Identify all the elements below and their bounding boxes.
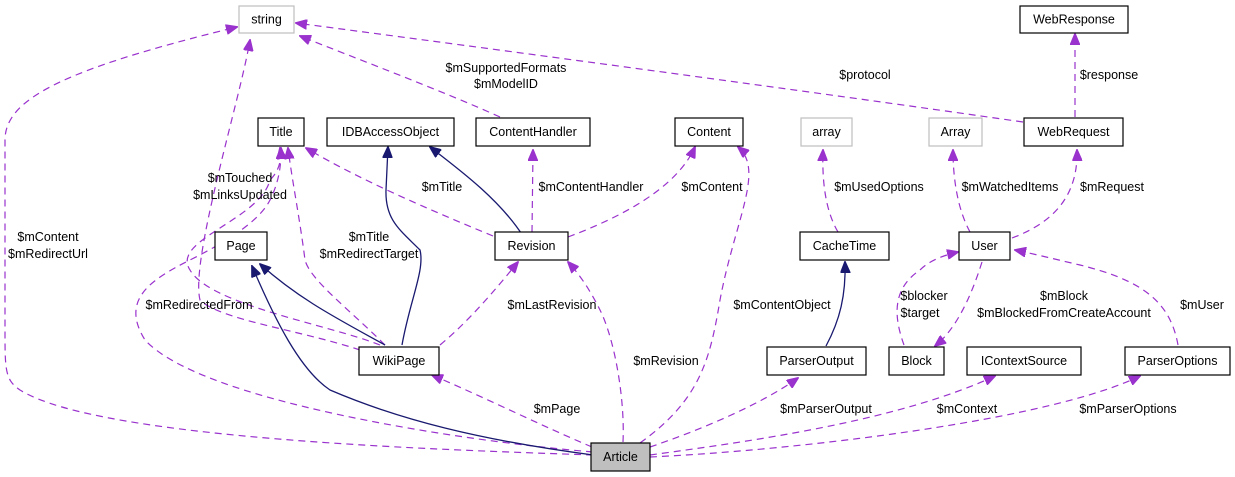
node-idbaccessobject-label: IDBAccessObject: [342, 125, 440, 139]
label-request: $mRequest: [1080, 180, 1144, 194]
label-mrevision: $mRevision: [633, 354, 698, 368]
label-supported-formats: $mSupportedFormats: [446, 61, 567, 75]
node-string-label: string: [251, 13, 282, 27]
node-array-lower[interactable]: array: [800, 117, 853, 147]
edge-article-parseroutput: [649, 378, 798, 448]
node-parseroutput[interactable]: ParserOutput: [766, 346, 867, 376]
node-wikipage[interactable]: WikiPage: [358, 346, 440, 376]
node-revision[interactable]: Revision: [494, 231, 569, 261]
label-response: $response: [1080, 68, 1138, 82]
node-revision-label: Revision: [508, 239, 556, 253]
label-blocked-from-create-account: $mBlockedFromCreateAccount: [977, 306, 1151, 320]
label-parser-options: $mParserOptions: [1079, 402, 1176, 416]
label-redirect-target: $mRedirectTarget: [320, 247, 419, 261]
node-webresponse[interactable]: WebResponse: [1019, 5, 1129, 34]
node-block-label: Block: [901, 354, 932, 368]
label-mblock: $mBlock: [1040, 289, 1089, 303]
edge-article-title: [135, 148, 594, 453]
node-array-lower-label: array: [812, 125, 841, 139]
edge-revision-contenthandler: [532, 150, 533, 233]
label-mcontent-revision: $mContent: [681, 180, 743, 194]
node-contenthandler[interactable]: ContentHandler: [475, 117, 591, 147]
edge-wikipage-idbaccessobject: [386, 147, 422, 346]
label-watched-items: $mWatchedItems: [962, 180, 1059, 194]
node-block[interactable]: Block: [888, 346, 945, 376]
label-touched: $mTouched: [208, 171, 273, 185]
edge-wikipage-page: [260, 264, 386, 346]
label-content-handler: $mContentHandler: [539, 180, 644, 194]
edge-revision-idbaccessobject: [430, 147, 524, 237]
node-parseroptions[interactable]: ParserOptions: [1124, 346, 1231, 376]
node-wikipage-label: WikiPage: [373, 354, 426, 368]
label-mpage: $mPage: [534, 402, 581, 416]
node-webresponse-label: WebResponse: [1033, 13, 1115, 27]
edge-wikipage-revision: [439, 262, 518, 346]
node-article[interactable]: Article: [590, 442, 651, 472]
label-target: $target: [901, 306, 940, 320]
edge-user-array: [953, 150, 971, 233]
node-cachetime[interactable]: CacheTime: [799, 231, 890, 261]
node-page[interactable]: Page: [214, 231, 268, 261]
label-redirect-url: $mRedirectUrl: [8, 247, 88, 261]
label-used-options: $mUsedOptions: [834, 180, 924, 194]
node-user[interactable]: User: [958, 231, 1011, 261]
node-article-label: Article: [603, 450, 638, 464]
label-context: $mContext: [937, 402, 998, 416]
node-string[interactable]: string: [238, 5, 295, 34]
edge-labels: $mSupportedFormats $mModelID $protocol $…: [8, 61, 1224, 416]
node-user-label: User: [971, 239, 997, 253]
node-parseroutput-label: ParserOutput: [779, 354, 854, 368]
edge-wikipage-string: [198, 40, 361, 351]
label-mtitle-wikipage: $mTitle: [349, 230, 390, 244]
label-protocol: $protocol: [839, 68, 890, 82]
node-webrequest-label: WebRequest: [1037, 125, 1110, 139]
edge-user-webrequest: [1011, 150, 1077, 239]
edge-article-parseroptions: [649, 376, 1140, 458]
edge-wikipage-title-touched: [186, 148, 381, 346]
node-page-label: Page: [226, 239, 255, 253]
edge-parseroptions-user: [1015, 250, 1179, 346]
label-mcontent-article: $mContent: [17, 230, 79, 244]
label-links-updated: $mLinksUpdated: [193, 188, 287, 202]
label-content-object: $mContentObject: [733, 298, 831, 312]
label-redirected-from: $mRedirectedFrom: [146, 298, 253, 312]
node-content-label: Content: [687, 125, 731, 139]
node-parseroptions-label: ParserOptions: [1138, 354, 1218, 368]
label-mtitle-revision: $mTitle: [422, 180, 463, 194]
edge-parseroutput-cachetime: [825, 262, 845, 347]
node-array-upper[interactable]: Array: [928, 117, 983, 147]
node-webrequest[interactable]: WebRequest: [1023, 117, 1124, 147]
edge-revision-content: [567, 147, 695, 238]
label-blocker: $blocker: [900, 289, 947, 303]
edge-article-wikipage: [432, 375, 593, 448]
node-array-upper-label: Array: [941, 125, 972, 139]
edge-article-page: [252, 266, 594, 456]
edge-contenthandler-string: [300, 36, 501, 118]
node-icontextsource-label: IContextSource: [981, 354, 1067, 368]
edge-revision-title: [306, 148, 494, 237]
edge-webrequest-string: [296, 23, 1024, 123]
label-last-revision: $mLastRevision: [508, 298, 597, 312]
node-title-label: Title: [269, 125, 292, 139]
edge-article-content: [639, 147, 749, 444]
edge-article-icontextsource: [649, 376, 995, 456]
label-parser-output: $mParserOutput: [780, 402, 872, 416]
node-content[interactable]: Content: [674, 117, 744, 147]
node-title[interactable]: Title: [257, 117, 305, 147]
nodes: string WebResponse Title IDBAccessObject…: [214, 5, 1231, 472]
node-idbaccessobject[interactable]: IDBAccessObject: [326, 117, 455, 147]
edge-user-block: [935, 261, 983, 346]
edges: [4, 23, 1179, 458]
edge-cachetime-array: [823, 150, 839, 233]
edge-block-user: [896, 252, 958, 346]
node-icontextsource[interactable]: IContextSource: [966, 346, 1082, 376]
edge-article-revision: [568, 262, 624, 443]
label-model-id: $mModelID: [474, 77, 538, 91]
node-cachetime-label: CacheTime: [813, 239, 876, 253]
node-contenthandler-label: ContentHandler: [489, 125, 577, 139]
label-muser: $mUser: [1180, 298, 1224, 312]
